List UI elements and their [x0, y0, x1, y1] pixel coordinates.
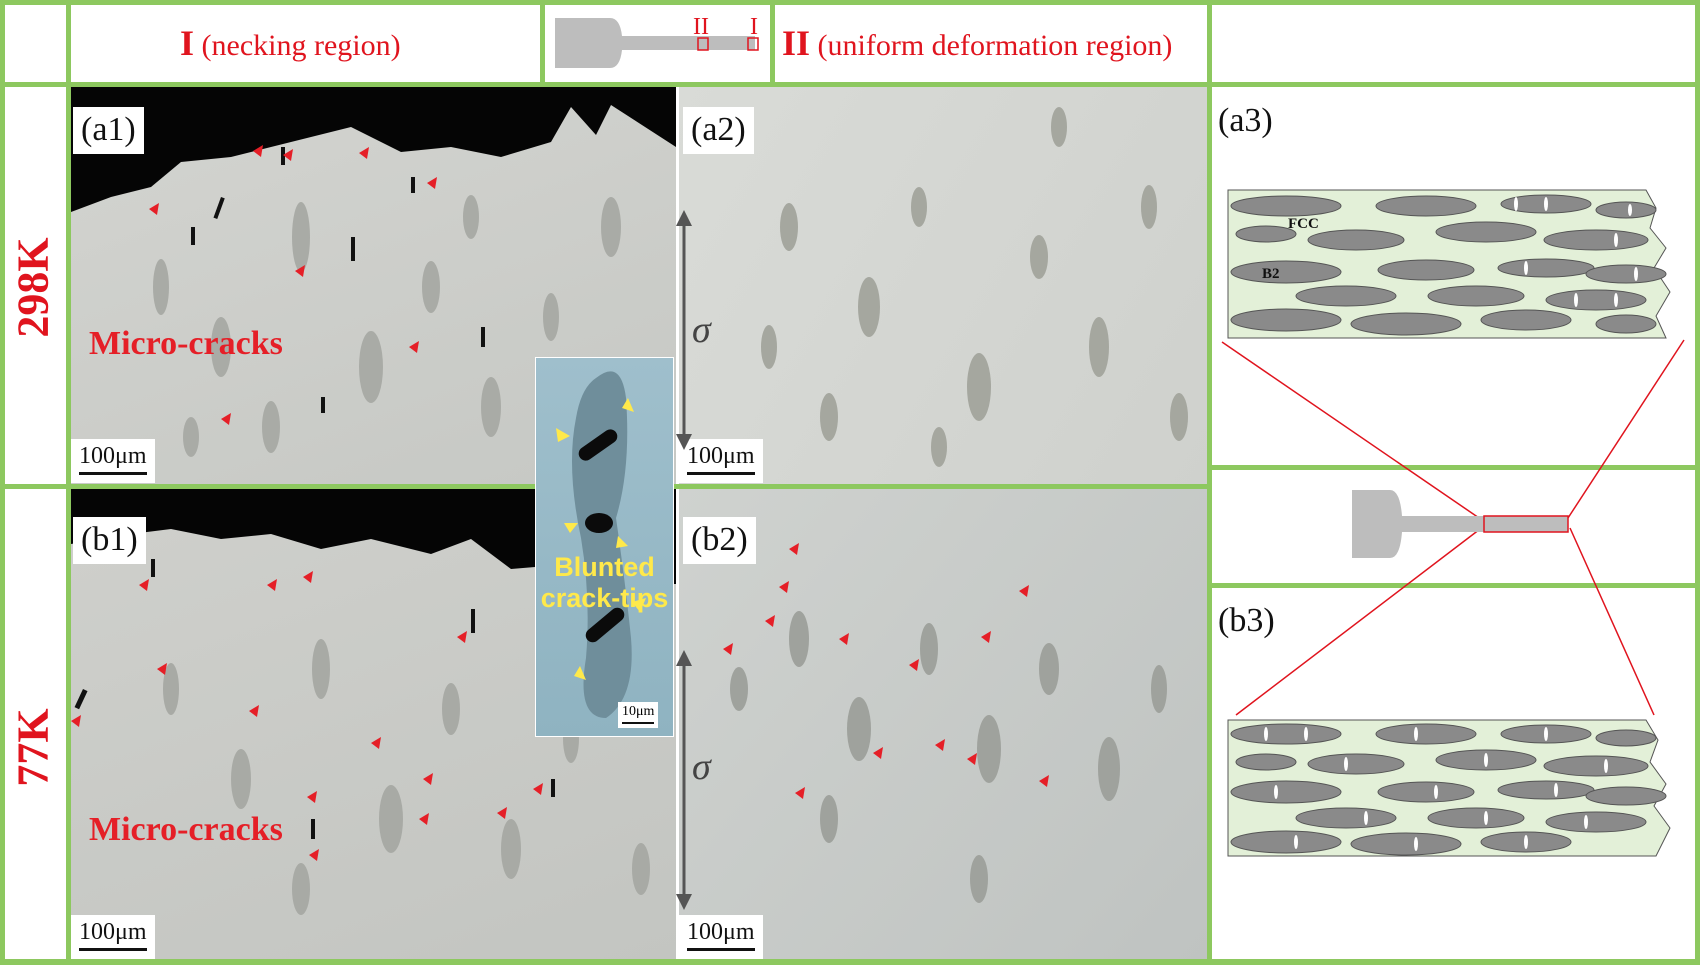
scale-bar-a1-text: 100μm: [79, 443, 147, 469]
panel-label-b3: (b3): [1218, 602, 1275, 639]
header-uniform-text: (uniform deformation region): [810, 29, 1173, 62]
specimen-mark-I: I: [750, 14, 758, 40]
stress-arrow-top: [676, 210, 692, 450]
micrograph-a2: (a2) 100μm: [679, 87, 1207, 484]
frame-col-hdr-a: [540, 0, 545, 87]
inset-scale-line: [622, 722, 655, 724]
header-uniform-region: II (uniform deformation region): [782, 22, 1172, 64]
scale-bar-b1: 100μm: [71, 915, 155, 959]
sigma-label-bottom: σ: [692, 746, 711, 788]
panel-label-a2: (a2): [683, 107, 754, 154]
scale-bar-b1-text: 100μm: [79, 919, 147, 945]
frame-header-bottom: [0, 82, 1700, 87]
panel-label-a3: (a3): [1218, 102, 1273, 139]
stress-arrow-bottom: [676, 650, 692, 910]
frame-bottom: [0, 959, 1700, 965]
scale-bar-b2-text: 100μm: [687, 919, 755, 945]
frame-right-split2: [1207, 583, 1700, 588]
frame-left: [0, 0, 5, 965]
frame-col1: [66, 0, 71, 965]
scale-bar-a2-line: [687, 472, 755, 475]
scale-bar-b1-line: [79, 948, 147, 951]
frame-right: [1695, 0, 1700, 965]
specimen-connector: [1221, 339, 1685, 716]
blunted-line1: Blunted: [554, 552, 655, 582]
panel-label-b1: (b1): [73, 517, 146, 564]
scale-bar-a2-text: 100μm: [687, 443, 755, 469]
blunted-line2: crack-tips: [540, 583, 669, 614]
frame-right-split1: [1207, 465, 1700, 470]
scale-bar-a1-line: [79, 472, 147, 475]
inset-scale-text: 10μm: [622, 704, 655, 719]
micrograph-b2: (b2) 100μm: [679, 489, 1207, 959]
sigma-label-top: σ: [692, 309, 711, 351]
scale-bar-a1: 100μm: [71, 439, 155, 483]
blunted-crack-tips-label: Blunted crack-tips: [536, 552, 673, 614]
row-label-77K: 77K: [8, 708, 58, 787]
frame-top: [0, 0, 1700, 5]
row-label-298K: 298K: [8, 237, 58, 338]
header-numeral-II: II: [782, 23, 811, 63]
micro-cracks-label-b1: Micro-cracks: [89, 811, 283, 848]
scale-bar-a2: 100μm: [679, 439, 763, 483]
scale-bar-b2: 100μm: [679, 915, 763, 959]
header-necking-text: (necking region): [194, 29, 401, 62]
frame-col3: [1207, 0, 1212, 965]
header-numeral-I: I: [180, 23, 195, 63]
specimen-mark-II: II: [693, 14, 709, 40]
specimen-diagram-header: II I: [555, 14, 759, 68]
header-necking-region: I (necking region): [180, 22, 401, 64]
panel-label-b2: (b2): [683, 517, 756, 564]
frame-col-hdr-b: [770, 0, 775, 87]
schematic-a3: FCC B2: [1227, 189, 1671, 339]
schematic-fcc-label: FCC: [1288, 216, 1319, 232]
scale-bar-b2-line: [687, 948, 755, 951]
schematic-b3: [1227, 719, 1671, 857]
inset-blunted-crack-tips: Blunted crack-tips 10μm: [535, 357, 674, 737]
inset-scale-bar: 10μm: [618, 702, 659, 728]
schematic-b2-label: B2: [1262, 266, 1280, 282]
micro-cracks-label-a1: Micro-cracks: [89, 325, 283, 362]
panel-label-a1: (a1): [73, 107, 144, 154]
